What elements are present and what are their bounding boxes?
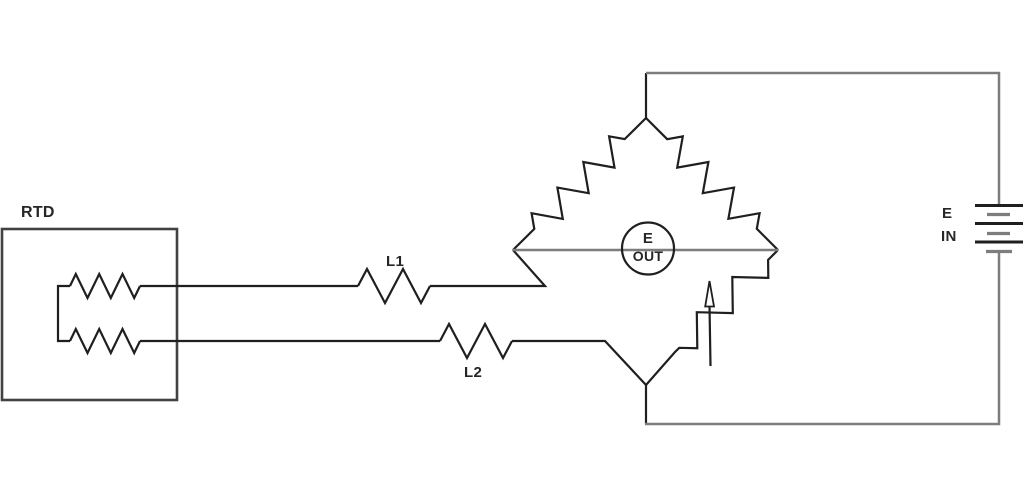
top-loop-wire xyxy=(646,71,1001,205)
rtd-bottom-resistor-element xyxy=(69,326,141,356)
l1-lead-resistance-icon xyxy=(357,266,431,306)
l1-label: L1 xyxy=(386,253,404,270)
variable-resistor-arrow-head-icon xyxy=(704,280,716,308)
bridge-upper-left-resistor xyxy=(512,117,647,251)
rtd-enclosure-box xyxy=(0,227,179,402)
bridge-variable-resistor xyxy=(645,249,779,386)
l2-wire-right xyxy=(512,339,647,386)
l2-label: L2 xyxy=(464,364,482,381)
lead-wires xyxy=(140,249,647,386)
rtd-top-resistor-element xyxy=(69,271,141,301)
e-out-label-line2: OUT xyxy=(633,248,664,264)
e-out-meter: E OUT xyxy=(620,221,676,276)
rtd-label: RTD xyxy=(21,204,55,221)
excitation-loop-wires xyxy=(645,71,1001,426)
e-in-label-line1: E xyxy=(942,205,952,222)
rtd-sensor xyxy=(0,227,179,402)
e-out-label-line1: E xyxy=(643,230,653,247)
rtd-element-link-wire xyxy=(56,284,70,343)
wheatstone-bridge xyxy=(512,73,779,424)
variable-resistor-arrow-shaft xyxy=(708,304,712,367)
l2-lead-resistance-icon xyxy=(439,321,513,361)
bottom-loop-wire xyxy=(645,252,1001,426)
battery-icon xyxy=(975,204,1023,254)
galvanometer-circle-icon xyxy=(620,221,676,276)
l1-wire-right xyxy=(430,249,548,288)
e-in-label-line2: IN xyxy=(941,228,957,245)
bridge-upper-right-resistor xyxy=(645,117,779,251)
